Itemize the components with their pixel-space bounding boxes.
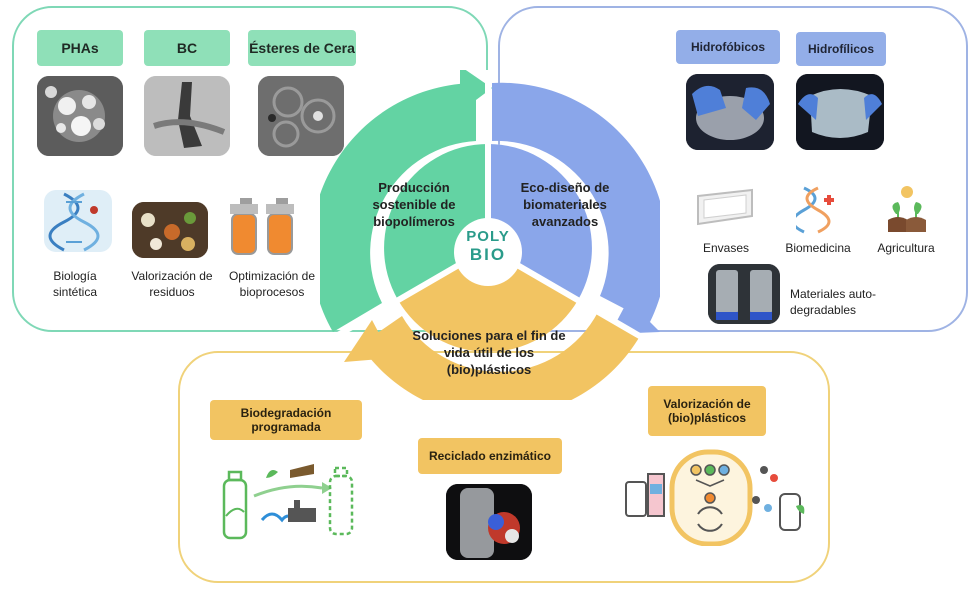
esteres-micrograph: [258, 76, 344, 156]
enzymatic-recycling-photo: [446, 484, 532, 560]
valorization-icon: [618, 444, 806, 547]
phas-micrograph: [37, 76, 123, 156]
agriculture-icon: [884, 184, 930, 234]
tag-hidrofobicos: Hidrofóbicos: [676, 30, 780, 64]
packaging-icon: [694, 186, 756, 230]
production-arrowhead: [460, 70, 492, 112]
bc-micrograph: [144, 76, 230, 156]
tag-bc: BC: [144, 30, 230, 66]
biomedicine-icon: [791, 186, 836, 234]
caption-envases: Envases: [702, 241, 750, 255]
tag-esteres-de-cera: Ésteres de Cera: [248, 30, 356, 66]
production-arc: [320, 83, 476, 332]
caption-biomedicina: Biomedicina: [785, 241, 851, 255]
caption-valorizacion-residuos: Valorización de residuos: [131, 269, 213, 300]
biodegradation-icon: [218, 456, 358, 542]
production-title: Producción sostenible de biopolímeros: [372, 180, 456, 229]
caption-agricultura: Agricultura: [877, 241, 935, 255]
endoflife-arrowhead: [344, 320, 392, 362]
ecodesign-title: Eco-diseño de biomateriales avanzados: [520, 180, 610, 229]
hydrophobic-photo: [686, 74, 774, 150]
caption-materiales-autodegradables: Materiales auto-degradables: [790, 287, 877, 318]
hydrophilic-photo: [796, 74, 884, 150]
ecodesign-arc: [492, 82, 660, 322]
tag-reciclado-enzimatico: Reciclado enzimático: [418, 438, 562, 474]
tag-biodegradacion-programada: Biodegradación programada: [210, 400, 362, 440]
caption-optimizacion-bioprocesos: Optimización de bioprocesos: [228, 269, 316, 300]
logo-text-top: POLY: [466, 228, 510, 245]
logo-text-bottom: BIO: [469, 245, 507, 264]
tag-phas: PHAs: [37, 30, 123, 66]
polybio-logo: POLY BIO: [454, 220, 522, 284]
tag-valorizacion-bioplasticos: Valorización de (bio)plásticos: [648, 386, 766, 436]
endoflife-arc: [360, 312, 640, 400]
bioreactor-icon: [222, 196, 306, 260]
tag-hidrofilicos: Hidrofílicos: [796, 32, 886, 66]
dna-icon: [44, 190, 112, 252]
self-degradable-photo: [708, 264, 780, 324]
waste-icon: [132, 202, 208, 258]
endoflife-title: Soluciones para el fin de vida útil de l…: [412, 328, 566, 377]
cycle-diagram: [320, 70, 660, 400]
caption-biologia-sintetica: Biología sintética: [52, 269, 98, 300]
